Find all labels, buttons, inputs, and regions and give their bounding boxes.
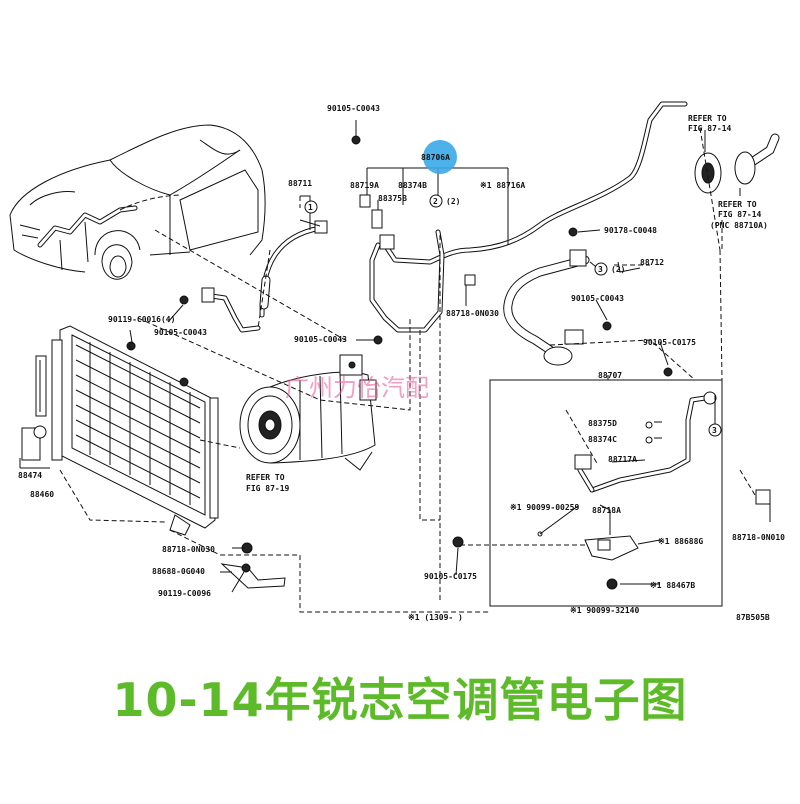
label-88474: 88474	[18, 471, 42, 480]
label-figure-id: 87B505B	[736, 613, 770, 622]
highlight-marker	[423, 140, 457, 174]
label-88688g: ※1 88688G	[658, 537, 703, 546]
label-88706a: 88706A	[421, 153, 450, 162]
label-1309: ※1 (1309- )	[408, 613, 463, 622]
label-90105-c0043-right: 90105-C0043	[571, 294, 624, 303]
refer-87-14-bottom-line1: REFER TO	[718, 200, 757, 209]
refer-87-14-top-line1: REFER TO	[688, 114, 727, 123]
callout-3-text: 3	[598, 265, 603, 274]
label-90105-c0043-top: 90105-C0043	[327, 104, 380, 113]
callout-2	[429, 194, 443, 208]
refer-87-19-line1: REFER TO	[246, 473, 285, 482]
label-88707: 88707	[598, 371, 622, 380]
callout-3-right	[708, 423, 722, 437]
label-88460: 88460	[30, 490, 54, 499]
callout-3	[594, 262, 608, 276]
pipe-lines	[201, 101, 780, 589]
callout-3-qty: (2)	[611, 265, 625, 274]
label-88716a: ※1 88716A	[480, 181, 525, 190]
leader-lines	[59, 120, 771, 613]
label-88467b: ※1 88467B	[650, 581, 695, 590]
part-labels: 90105-C0043 88706A 88711 88719A 88374B ※…	[18, 104, 785, 622]
label-90105-c0175-bottom: 90105-C0175	[424, 572, 477, 581]
label-90099-32140: ※1 90099-32140	[570, 606, 640, 615]
refer-87-14-bottom-line3: (PNC 88710A)	[710, 221, 768, 230]
label-88374c: 88374C	[588, 435, 617, 444]
vehicle-outline	[9, 124, 266, 280]
callout-2-qty: (2)	[446, 197, 460, 206]
label-88718a: 88718A	[592, 506, 621, 515]
label-88712: 88712	[640, 258, 664, 267]
label-88374b: 88374B	[398, 181, 427, 190]
callouts: 1 2 (2) 3 (2) 3	[304, 140, 722, 437]
label-90119-c0096: 90119-C0096	[158, 589, 211, 598]
label-90105-c0043-mid: 90105-C0043	[294, 335, 347, 344]
label-90178-c0048: 90178-C0048	[604, 226, 657, 235]
label-88711: 88711	[288, 179, 312, 188]
label-90119-c0016: 90119-C0016(4)	[108, 315, 175, 324]
label-88375b: 88375B	[378, 194, 407, 203]
fasteners	[128, 135, 673, 590]
callout-1-text: 1	[308, 203, 313, 212]
callout-2-text: 2	[433, 197, 438, 206]
label-90105-c0175-right: 90105-C0175	[643, 338, 696, 347]
label-88719a: 88719A	[350, 181, 379, 190]
callout-3-right-text: 3	[712, 426, 717, 435]
label-88718-0n030-b: 88718-0N030	[162, 545, 215, 554]
label-88375d: 88375D	[588, 419, 617, 428]
label-90105-c0043-left: 90105-C0043	[154, 328, 207, 337]
label-88688-0g040: 88688-0G040	[152, 567, 205, 576]
label-90099-00259: ※1 90099-00259	[510, 503, 580, 512]
refer-87-14-bottom-line2: FIG 87-14	[718, 210, 762, 219]
label-88718-0n030-a: 88718-0N030	[446, 309, 499, 318]
label-88717a: 88717A	[608, 455, 637, 464]
compressor	[239, 354, 377, 471]
callout-1	[304, 200, 318, 214]
caption-title: 10-14年锐志空调管电子图	[112, 673, 688, 727]
refer-87-19-line2: FIG 87-19	[246, 484, 290, 493]
label-88718-0n010: 88718-0N010	[732, 533, 785, 542]
refer-87-14-top-line2: FIG 87-14	[688, 124, 732, 133]
watermark-text: 广州力怡汽配	[285, 374, 429, 402]
condenser-88460	[19, 325, 219, 536]
